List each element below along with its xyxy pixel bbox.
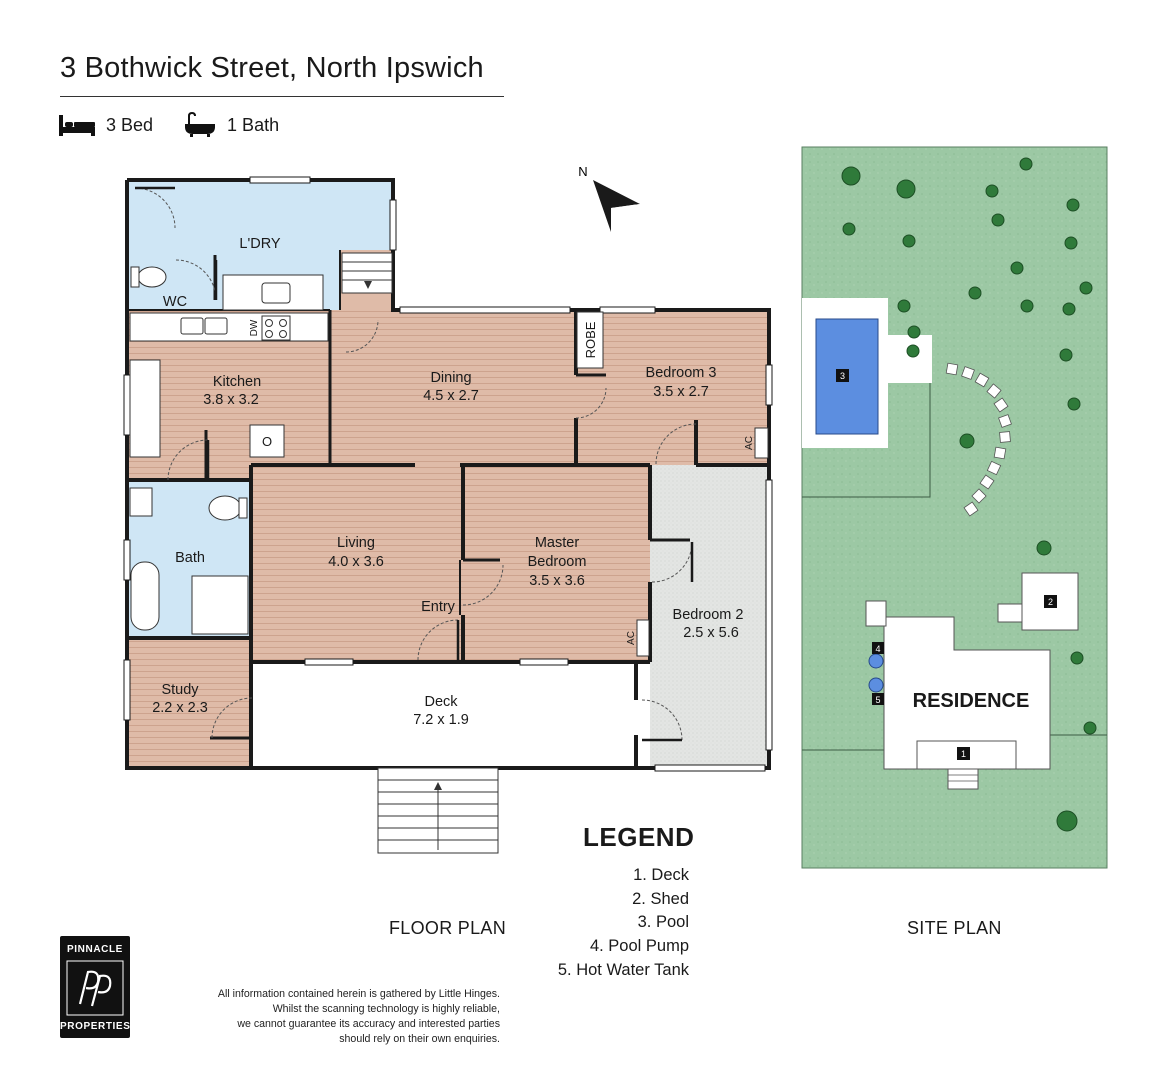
hot-water-marker-num: 5: [875, 695, 880, 705]
kitchen-side-bench: [129, 359, 161, 458]
label-laundry: L'DRY: [239, 236, 281, 252]
pool-surround-right: [872, 335, 932, 383]
legend-item: 1. Deck: [633, 866, 689, 884]
disclaimer: All information contained herein is gath…: [218, 987, 500, 1047]
master-floor: [463, 465, 650, 662]
label-oven: O: [262, 434, 272, 449]
pool-pump-marker: [872, 642, 884, 654]
label-ac-master: AC: [626, 631, 637, 645]
robe-box: [576, 311, 604, 369]
dining-floor: [330, 310, 578, 465]
disclaimer-line: All information contained herein is gath…: [217, 988, 500, 1000]
label-master-dim: 3.5 x 3.6: [529, 573, 585, 589]
ac-master: [636, 619, 650, 657]
bath-vanity: [129, 487, 153, 517]
pool-pump: [868, 653, 884, 669]
bedroom3-floor: [576, 310, 769, 465]
label-deck-dim: 7.2 x 1.9: [413, 712, 469, 728]
label-bath: Bath: [175, 550, 205, 566]
label-bedroom2-dim: 2.5 x 5.6: [683, 625, 739, 641]
pinnacle-logo: PINNACLE PROPERTIES: [60, 936, 130, 1038]
bath-count: 1 Bath: [227, 114, 280, 135]
kitchen-bench: [129, 312, 329, 342]
room-labels: L'DRY WC Kitchen 3.8 x 3.2 Dining 4.5 x …: [152, 236, 755, 728]
logo-monogram-icon: [66, 960, 124, 1016]
legend-item: 3. Pool: [637, 913, 689, 932]
fridge-o: [249, 424, 285, 458]
site-plan-label: SITE PLAN: [907, 918, 1002, 938]
bathtub: [130, 561, 160, 631]
logo-bottom-text: PROPERTIES: [60, 1021, 131, 1032]
shower: [191, 575, 249, 635]
bed-stat: 3 Bed: [58, 113, 153, 137]
label-study: Study: [161, 682, 199, 698]
deck-marker-num: 1: [961, 749, 966, 759]
disclaimer-line: Whilst the scanning technology is highly…: [272, 1003, 500, 1015]
label-wc: WC: [163, 294, 187, 310]
label-dw: DW: [249, 319, 260, 336]
label-living: Living: [337, 535, 375, 551]
label-entry: Entry: [421, 599, 456, 615]
deck-floor: [251, 662, 636, 768]
trees: [841, 157, 1097, 832]
label-bedroom3-dim: 3.5 x 2.7: [653, 384, 709, 400]
bedroom2-floor: [650, 465, 770, 770]
bathtub-icon: [185, 112, 216, 137]
label-dining-dim: 4.5 x 2.7: [423, 388, 479, 404]
legend-item: 4. Pool Pump: [589, 937, 689, 956]
bath-stat: 1 Bath: [183, 112, 279, 138]
legend-item: 5. Hot Water Tank: [557, 960, 689, 979]
label-dining: Dining: [430, 370, 471, 386]
fixtures: [129, 252, 769, 854]
label-master-2: Bedroom: [528, 554, 587, 570]
bed-icon: [59, 115, 95, 136]
logo-top-text: PINNACLE: [67, 944, 123, 955]
label-bedroom3: Bedroom 3: [646, 365, 717, 381]
legend-list: 1. Deck 2. Shed 3. Pool 4. Pool Pump 5. …: [558, 864, 689, 983]
label-kitchen: Kitchen: [213, 374, 261, 390]
label-ac-bed3: AC: [744, 436, 755, 450]
shed-marker-num: 2: [1048, 597, 1053, 607]
pool-marker-num: 3: [840, 371, 845, 381]
label-kitchen-dim: 3.8 x 3.2: [203, 392, 259, 408]
legend-item: 2. Shed: [632, 889, 689, 908]
study-floor: [127, 638, 251, 768]
hot-water-tank: [868, 677, 884, 693]
walls: [125, 178, 771, 770]
label-deck: Deck: [424, 694, 458, 710]
label-bedroom2: Bedroom 2: [673, 607, 744, 623]
compass-icon: N: [578, 164, 640, 232]
wc-toilet: [137, 266, 167, 288]
label-master: Master: [535, 535, 579, 551]
floor-plan-label: FLOOR PLAN: [389, 918, 507, 938]
residence-label: RESIDENCE: [913, 690, 1030, 712]
stepping-stones: [945, 362, 1012, 517]
living-floor: [251, 465, 465, 662]
title-divider: [60, 96, 504, 97]
label-study-dim: 2.2 x 2.3: [152, 700, 208, 716]
pool-marker: [836, 369, 849, 382]
legend-title: LEGEND: [583, 822, 695, 852]
ac-bed3: [754, 427, 769, 459]
laundry-tub: [261, 282, 291, 304]
shed-marker: [1044, 595, 1057, 608]
property-stats: 3 Bed 1 Bath: [58, 112, 309, 138]
hot-water-marker: [872, 693, 884, 705]
compass-north: N: [578, 164, 587, 179]
disclaimer-line: we cannot guarantee its accuracy and int…: [237, 1018, 500, 1030]
bed-count: 3 Bed: [106, 114, 154, 135]
bath-toilet: [208, 495, 242, 521]
property-address: 3 Bothwick Street, North Ipswich: [60, 52, 484, 84]
label-living-dim: 4.0 x 3.6: [328, 554, 384, 570]
residence: [883, 616, 1051, 770]
deck-marker: [957, 747, 970, 760]
pool-pump-marker-num: 4: [875, 644, 880, 654]
label-robe: ROBE: [583, 321, 598, 358]
site-plan: 3 2: [801, 146, 1108, 869]
door-leaves: [135, 186, 694, 742]
disclaimer-line: should rely on their own enquiries.: [339, 1033, 500, 1045]
floor-plan: N L'DRY WC Kitchen 3.8 x 3.2 Dining 4.5 …: [123, 164, 773, 854]
